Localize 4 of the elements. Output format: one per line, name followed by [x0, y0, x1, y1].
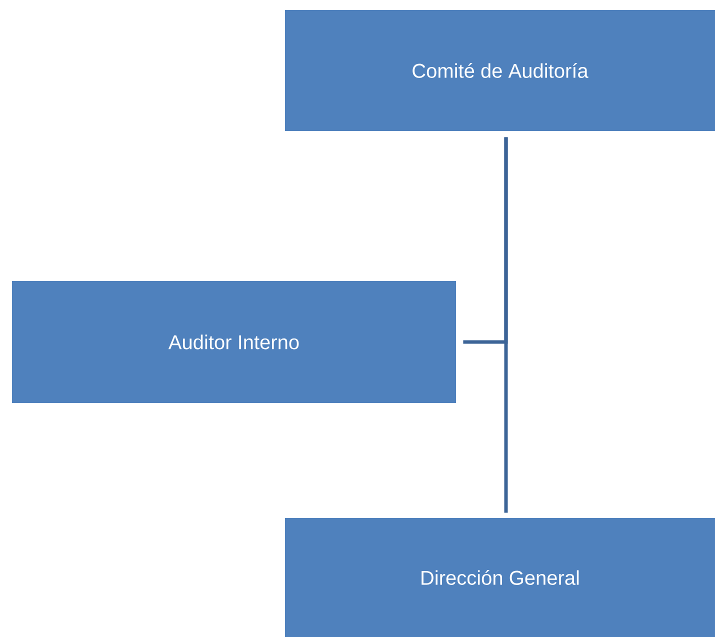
org-box: Auditor Interno — [12, 281, 456, 403]
connector-line — [463, 137, 508, 344]
org-box: Dirección General — [285, 518, 715, 637]
org-box: Comité de Auditoría — [285, 10, 715, 131]
